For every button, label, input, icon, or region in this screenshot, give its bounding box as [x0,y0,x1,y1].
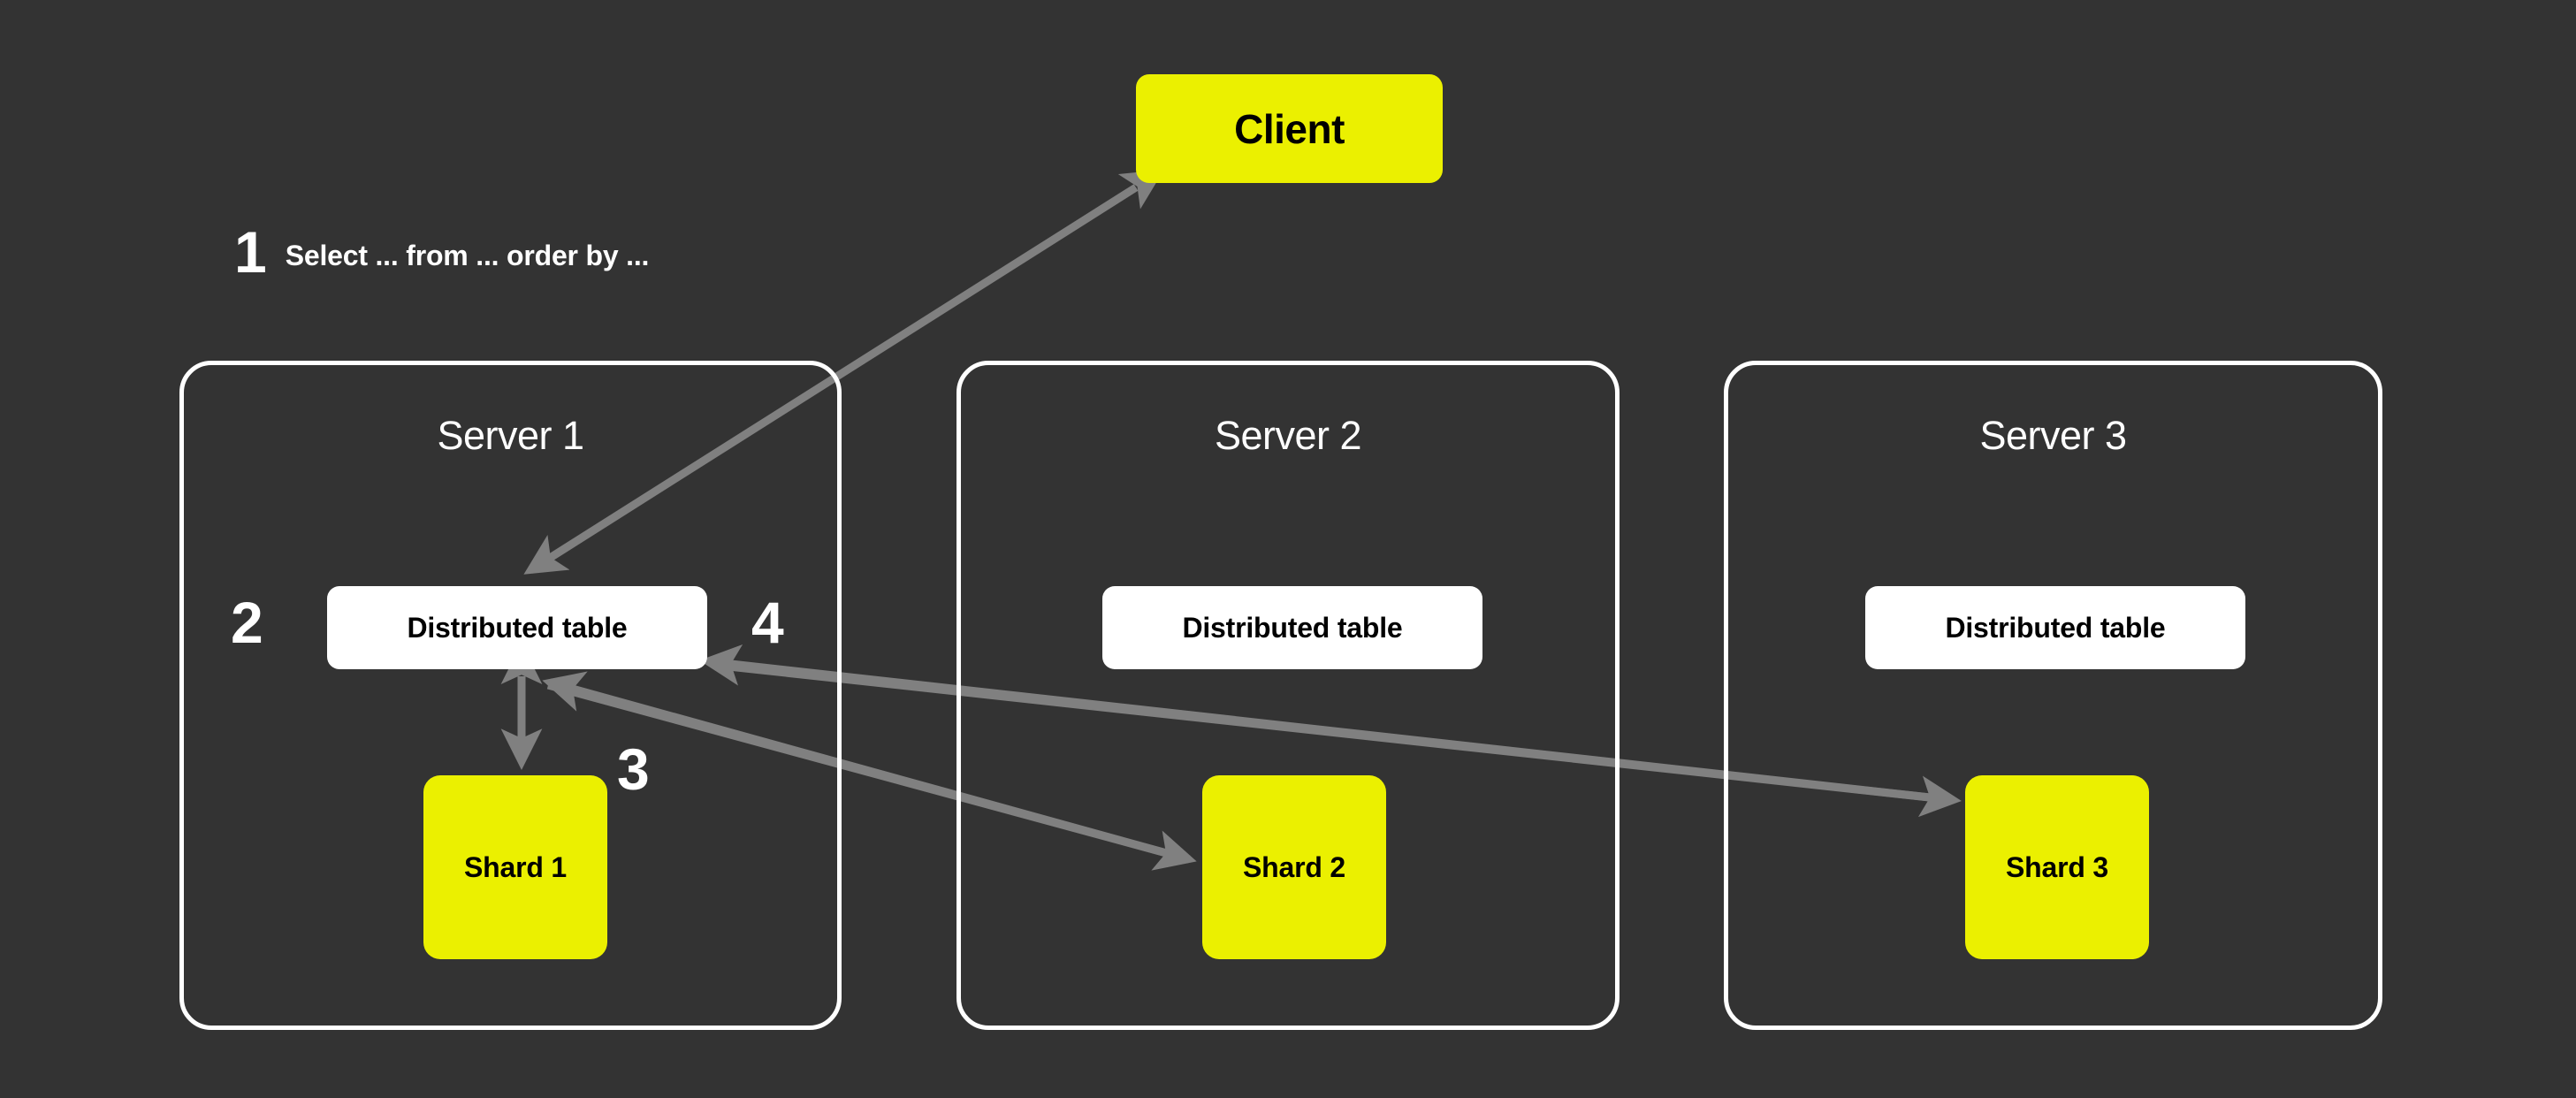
step-1-query-text: Select ... from ... order by ... [285,239,650,271]
server-panel-2[interactable]: Server 2 Distributed table Shard 2 [956,361,1620,1030]
step-1-annotation: 1 Select ... from ... order by ... [234,223,649,281]
distributed-table-2[interactable]: Distributed table [1102,586,1482,669]
shard-3[interactable]: Shard 3 [1965,775,2149,959]
step-2-number: 2 [231,590,263,655]
step-3-number: 3 [617,736,650,802]
server-1-title: Server 1 [437,413,584,458]
server-panel-1[interactable]: Server 1 2 4 3 Distributed table Shard 1 [179,361,842,1030]
shard-3-label: Shard 3 [2006,850,2108,883]
step-1-number: 1 [234,219,267,285]
shard-2[interactable]: Shard 2 [1202,775,1386,959]
distributed-table-3[interactable]: Distributed table [1865,586,2245,669]
client-node[interactable]: Client [1136,74,1443,183]
server-2-title: Server 2 [1214,413,1362,458]
distributed-table-3-label: Distributed table [1945,611,2166,644]
step-4-number: 4 [751,590,784,655]
distributed-table-2-label: Distributed table [1182,611,1403,644]
server-panel-3[interactable]: Server 3 Distributed table Shard 3 [1724,361,2382,1030]
distributed-table-1-label: Distributed table [407,611,628,644]
distributed-table-1[interactable]: Distributed table [327,586,707,669]
shard-2-label: Shard 2 [1243,850,1345,883]
server-3-title: Server 3 [1979,413,2127,458]
shard-1[interactable]: Shard 1 [423,775,607,959]
client-label: Client [1234,105,1345,152]
shard-1-label: Shard 1 [464,850,567,883]
